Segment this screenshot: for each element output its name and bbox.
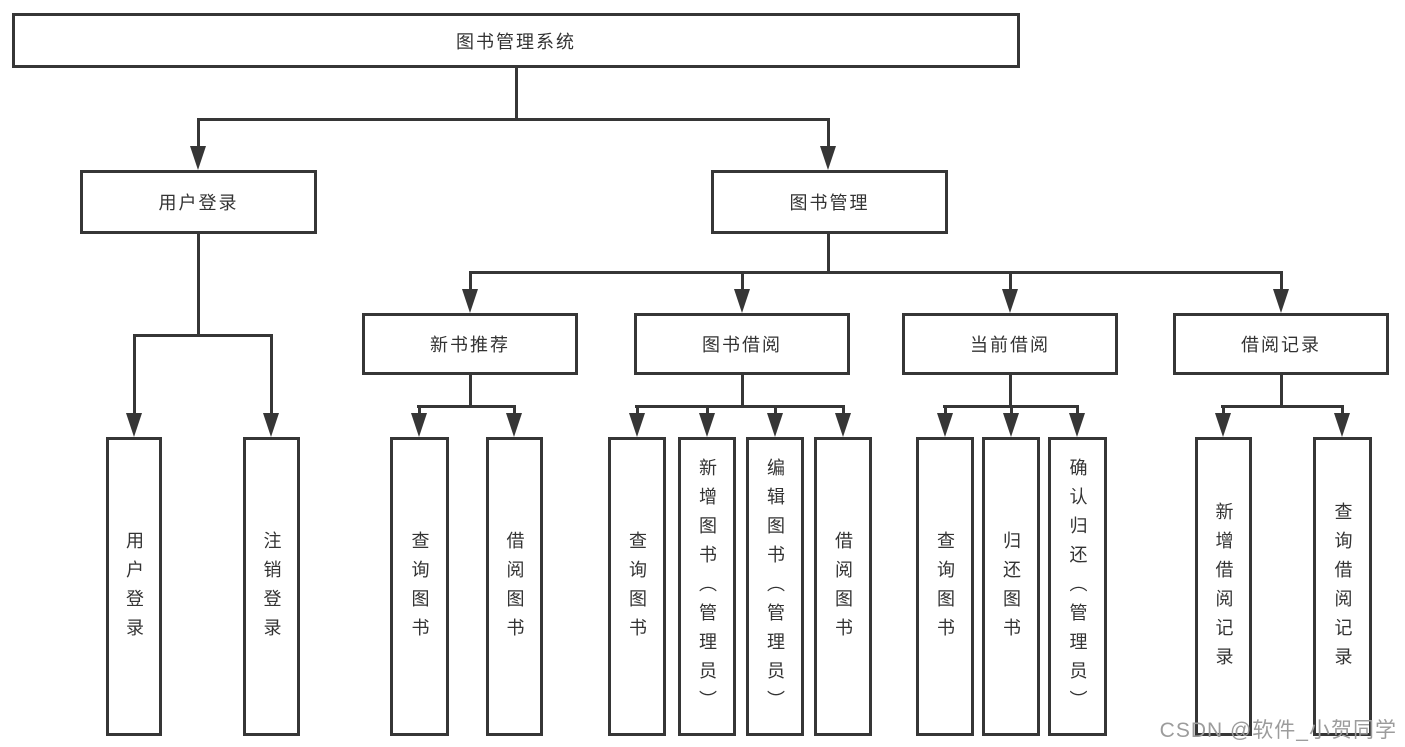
arrow-down xyxy=(411,413,427,437)
connector-stub xyxy=(1076,405,1079,417)
arrow-down xyxy=(937,413,953,437)
arrow-down xyxy=(1215,413,1231,437)
connector-root-stem xyxy=(515,68,518,120)
leaf-bb-borrow-books: 借阅图书 xyxy=(814,437,872,736)
leaf-br-add-record: 新增借阅记录 xyxy=(1195,437,1252,736)
leaf-user-login: 用户登录 xyxy=(106,437,162,736)
arrow-down xyxy=(767,413,783,437)
connector-stub xyxy=(1341,405,1344,417)
connector-stub xyxy=(1222,405,1225,417)
arrow-down xyxy=(820,146,836,170)
arrow-down xyxy=(835,413,851,437)
arrow-down xyxy=(1069,413,1085,437)
watermark-text: CSDN @软件_小贺同学 xyxy=(1159,719,1397,742)
connector-stem xyxy=(741,375,744,408)
connector-rail xyxy=(635,405,845,408)
connector-rail xyxy=(417,405,516,408)
connector-stub xyxy=(1010,405,1013,417)
arrow-down xyxy=(1334,413,1350,437)
leaf-nbr-borrow-books: 借阅图书 xyxy=(486,437,543,736)
arrow-down xyxy=(1273,289,1289,313)
connector-user-login-rail xyxy=(133,334,273,337)
connector-stub xyxy=(418,405,421,417)
leaf-logout: 注销登录 xyxy=(243,437,300,736)
connector-stem xyxy=(469,375,472,408)
arrow-down xyxy=(699,413,715,437)
arrow-down xyxy=(629,413,645,437)
leaf-bb-add-books-admin: 新增图书（管理员） xyxy=(678,437,736,736)
leaf-br-search-record: 查询借阅记录 xyxy=(1313,437,1372,736)
node-borrowing-records: 借阅记录 xyxy=(1173,313,1389,375)
arrow-down xyxy=(734,289,750,313)
node-book-borrowing: 图书借阅 xyxy=(634,313,850,375)
connector-stub xyxy=(270,334,273,416)
leaf-cb-return-books: 归还图书 xyxy=(982,437,1040,736)
connector-stub xyxy=(636,405,639,417)
node-current-borrowing: 当前借阅 xyxy=(902,313,1118,375)
node-book-management: 图书管理 xyxy=(711,170,948,234)
node-root: 图书管理系统 xyxy=(12,13,1020,68)
connector-stub xyxy=(944,405,947,417)
arrow-down xyxy=(506,413,522,437)
node-user-login: 用户登录 xyxy=(80,170,317,234)
connector-stub xyxy=(1280,271,1283,293)
arrow-down xyxy=(1003,413,1019,437)
connector-stub xyxy=(774,405,777,417)
connector-rail xyxy=(1221,405,1344,408)
leaf-bb-search-books: 查询图书 xyxy=(608,437,666,736)
connector-stub xyxy=(469,271,472,293)
leaf-cb-search-books: 查询图书 xyxy=(916,437,974,736)
arrow-down xyxy=(1002,289,1018,313)
arrow-down xyxy=(263,413,279,437)
leaf-bb-edit-books-admin: 编辑图书（管理员） xyxy=(746,437,804,736)
connector-stub xyxy=(133,334,136,416)
connector-level1-rail xyxy=(197,118,830,121)
leaf-nbr-search-books: 查询图书 xyxy=(390,437,449,736)
connector-user-login-stem xyxy=(197,234,200,337)
connector-stub xyxy=(1009,271,1012,293)
connector-stem xyxy=(1009,375,1012,408)
connector-stub xyxy=(827,118,830,150)
connector-stem xyxy=(1280,375,1283,408)
connector-stub xyxy=(513,405,516,417)
connector-stub xyxy=(741,271,744,293)
connector-stub xyxy=(197,118,200,150)
leaf-cb-confirm-return-admin: 确认归还（管理员） xyxy=(1048,437,1107,736)
connector-level2-rail xyxy=(469,271,1283,274)
arrow-down xyxy=(462,289,478,313)
arrow-down xyxy=(190,146,206,170)
connector-book-mgmt-stem xyxy=(827,234,830,274)
connector-stub xyxy=(706,405,709,417)
arrow-down xyxy=(126,413,142,437)
connector-stub xyxy=(842,405,845,417)
node-new-book-recommend: 新书推荐 xyxy=(362,313,578,375)
